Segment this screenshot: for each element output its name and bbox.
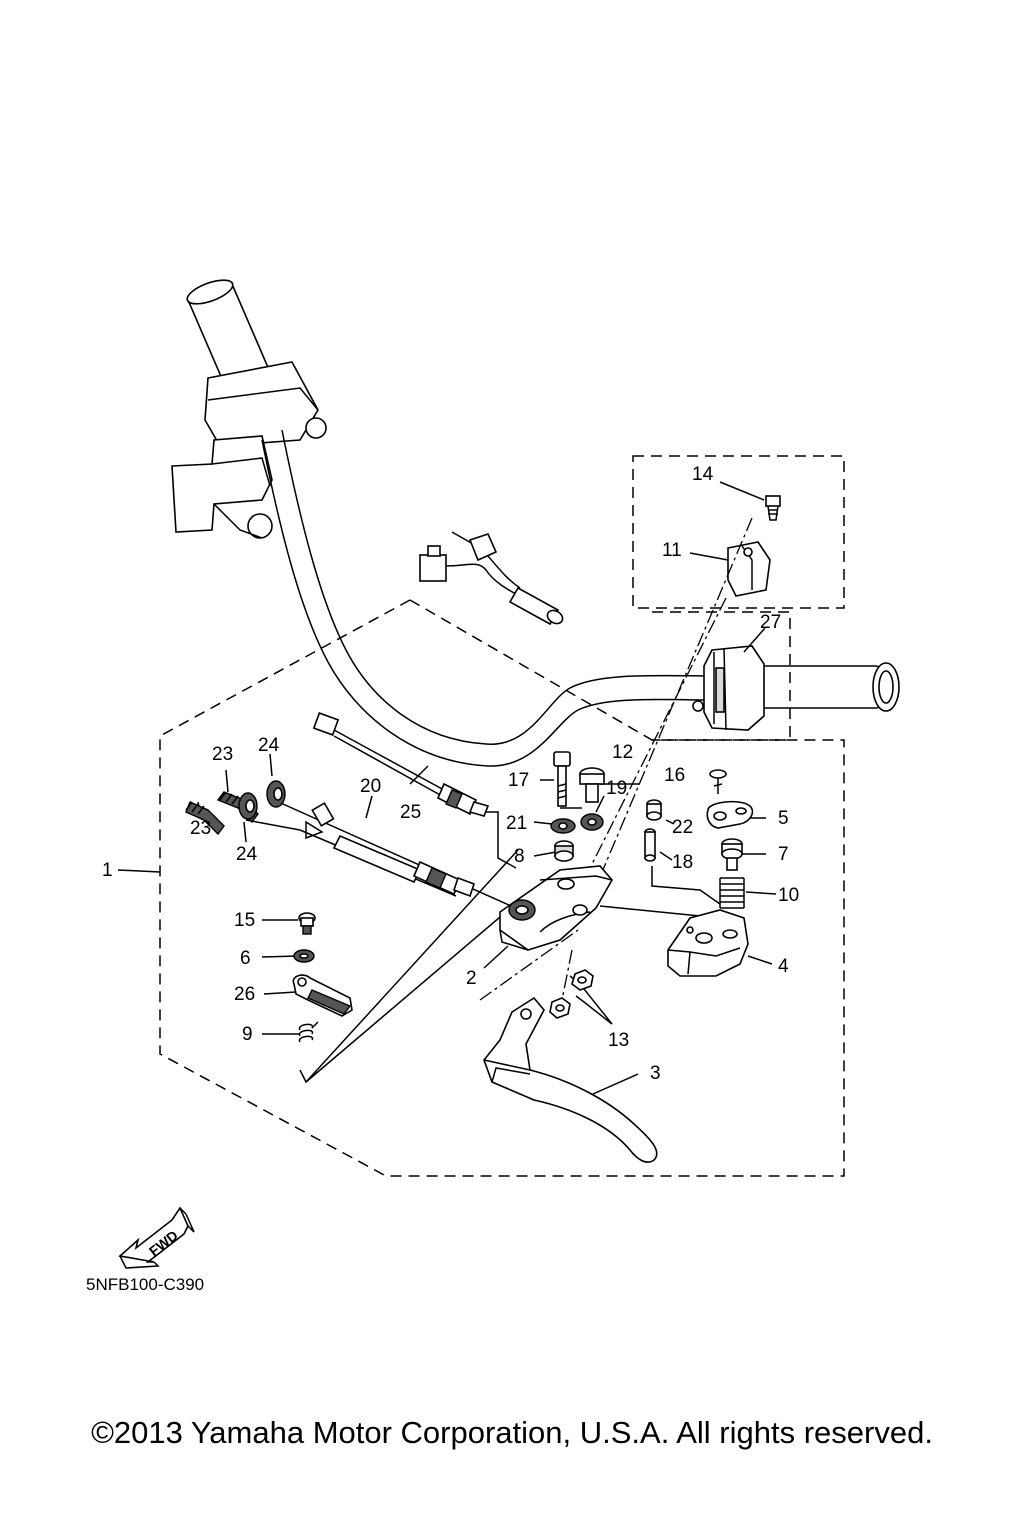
collar-8 xyxy=(554,840,574,862)
switch-plate-26 xyxy=(292,974,353,1017)
forward-arrow-icon: FWD xyxy=(118,1206,195,1269)
switch-block-4 xyxy=(667,909,749,977)
copyright-notice: ©2013 Yamaha Motor Corporation, U.S.A. A… xyxy=(91,1415,933,1450)
kill-switch-wire xyxy=(419,531,564,626)
callout-24b: 24 xyxy=(236,844,258,865)
pin-22 xyxy=(646,799,662,821)
screw-14 xyxy=(765,495,781,521)
callout-22: 22 xyxy=(672,817,693,838)
nut-24b xyxy=(238,792,258,820)
throttle-cable-25 xyxy=(312,712,490,817)
spring-10 xyxy=(719,877,745,909)
callout-1: 1 xyxy=(102,860,113,881)
callout-3: 3 xyxy=(650,1063,661,1084)
callout-12: 12 xyxy=(612,742,633,763)
assembly-lines xyxy=(245,517,753,1084)
diagram-code: 5NFB100-C390 xyxy=(86,1275,204,1294)
callout-6: 6 xyxy=(240,948,251,969)
nut-13b xyxy=(549,997,571,1019)
adjuster-bolt-23b xyxy=(185,801,225,836)
callout-5: 5 xyxy=(778,808,789,829)
pin-18 xyxy=(644,828,656,862)
callout-10: 10 xyxy=(778,885,799,906)
nut-24a xyxy=(266,780,286,808)
screw-15 xyxy=(298,912,316,935)
screw-16 xyxy=(709,769,727,794)
nut-13a xyxy=(571,969,594,991)
callout-27: 27 xyxy=(760,612,781,633)
callout-26: 26 xyxy=(234,984,255,1005)
callout-15: 15 xyxy=(234,910,255,931)
callout-21: 21 xyxy=(506,813,527,834)
callout-13: 13 xyxy=(608,1030,629,1051)
washer-21 xyxy=(550,818,576,834)
pin-7 xyxy=(721,838,743,871)
callout-23a: 23 xyxy=(212,744,233,765)
callout-14: 14 xyxy=(692,464,714,485)
callout-24a: 24 xyxy=(258,735,280,756)
lever-assembly-dashed-box xyxy=(159,599,845,1177)
callout-7: 7 xyxy=(778,844,789,865)
lever-bracket-2 xyxy=(499,865,613,951)
lever-3 xyxy=(483,996,658,1163)
callout-11: 11 xyxy=(662,540,682,561)
callout-2: 2 xyxy=(466,968,477,989)
upper-dashed-box xyxy=(632,455,845,609)
callout-8: 8 xyxy=(514,846,525,867)
callout-9: 9 xyxy=(242,1024,253,1045)
washer-6 xyxy=(293,949,315,963)
collar-12 xyxy=(579,767,605,803)
spring-9 xyxy=(298,1021,319,1043)
washer-19 xyxy=(580,813,604,831)
callout-20: 20 xyxy=(360,776,381,797)
callout-labels: 14 11 27 23 24 20 12 17 19 16 25 23 21 2… xyxy=(102,464,799,1084)
handlebar xyxy=(171,279,900,767)
callout-4: 4 xyxy=(778,956,789,977)
callout-23b: 23 xyxy=(190,818,211,839)
cover-11 xyxy=(727,541,771,597)
callout-18: 18 xyxy=(672,852,693,873)
plate-5 xyxy=(706,800,754,829)
callout-16: 16 xyxy=(664,765,685,786)
bolt-17 xyxy=(553,751,571,807)
callout-25: 25 xyxy=(400,802,421,823)
callout-17: 17 xyxy=(508,770,529,791)
callout-19: 19 xyxy=(606,778,627,799)
clutch-cable-20 xyxy=(305,802,476,898)
